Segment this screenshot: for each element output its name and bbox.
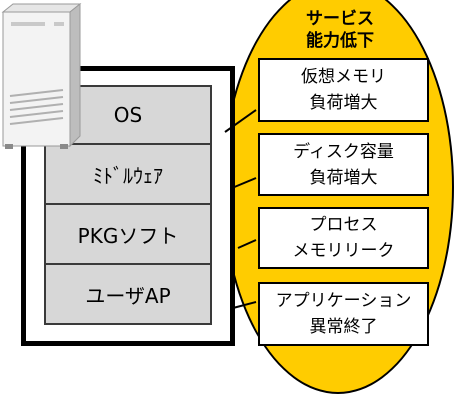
impact-heading-line2: 能力低下 (306, 31, 374, 51)
cause-memory-leak-line2: メモリリーク (292, 241, 395, 261)
layer-user-ap-label: ユーザAP (85, 283, 171, 308)
cause-virtual-memory-line2: 負荷増大 (309, 93, 378, 113)
cause-virtual-memory-line1: 仮想メモリ (301, 67, 386, 87)
server-tower-icon (0, 0, 82, 150)
layer-pkg-software: PKGソフト (44, 203, 212, 265)
cause-disk-capacity: ディスク容量 負荷増大 (258, 133, 429, 196)
layer-middleware: ﾐﾄﾞﾙｳｪｱ (44, 143, 212, 205)
impact-heading-line1: サービス (306, 9, 374, 29)
impact-heading: サービス 能力低下 (276, 8, 404, 52)
cause-memory-leak: プロセス メモリリーク (258, 207, 429, 269)
cause-disk-capacity-line1: ディスク容量 (293, 141, 394, 162)
cause-disk-capacity-line2: 負荷増大 (309, 167, 378, 188)
cause-app-abend-line2: 異常終了 (309, 317, 378, 337)
cause-memory-leak-line1: プロセス (309, 215, 378, 235)
layer-middleware-label: ﾐﾄﾞﾙｳｪｱ (93, 163, 163, 188)
cause-virtual-memory: 仮想メモリ 負荷増大 (258, 58, 429, 122)
cause-app-abend: アプリケーション 異常終了 (258, 282, 429, 346)
layer-user-ap: ユーザAP (44, 263, 212, 325)
cause-app-abend-line1: アプリケーション (275, 291, 412, 311)
layer-pkg-software-label: PKGソフト (77, 223, 179, 248)
layer-os-label: OS (113, 103, 143, 127)
